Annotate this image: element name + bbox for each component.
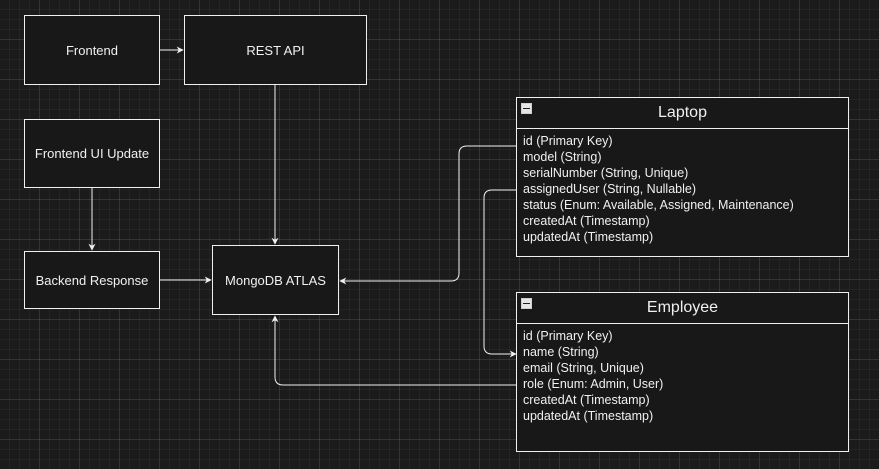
employee-field-list: id (Primary Key) name (String) email (St… — [517, 324, 848, 424]
laptop-field: updatedAt (Timestamp) — [523, 230, 654, 244]
employee-field: updatedAt (Timestamp) — [523, 409, 654, 423]
employee-field: role (Enum: Admin, User) — [523, 377, 664, 391]
employee-field: name (String) — [523, 345, 599, 359]
frontend-ui-update-node[interactable]: Frontend UI Update — [24, 119, 160, 188]
frontend-label: Frontend — [65, 42, 119, 58]
laptop-entity-title: Laptop — [658, 104, 707, 121]
employee-field: createdAt (Timestamp) — [523, 393, 650, 407]
laptop-field: createdAt (Timestamp) — [523, 214, 650, 228]
employee-entity-header: Employee — [517, 293, 848, 324]
rest-api-node[interactable]: REST API — [184, 15, 367, 85]
frontend-ui-update-label: Frontend UI Update — [34, 146, 150, 161]
edge-laptop-assigned-user-to-employee-name — [483, 189, 522, 358]
rest-api-label: REST API — [246, 42, 305, 58]
collapse-icon[interactable] — [521, 103, 532, 114]
employee-entity-title: Employee — [646, 299, 719, 316]
collapse-icon[interactable] — [521, 298, 532, 309]
laptop-field: serialNumber (String, Unique) — [523, 166, 689, 180]
laptop-field: assignedUser (String, Nullable) — [523, 182, 696, 196]
laptop-field-list: id (Primary Key) model (String) serialNu… — [517, 129, 848, 245]
laptop-entity-header: Laptop — [517, 98, 848, 129]
backend-response-node[interactable]: Backend Response — [24, 251, 160, 309]
laptop-field: status (Enum: Available, Assigned, Maint… — [523, 198, 794, 212]
backend-response-label: Backend Response — [35, 272, 149, 288]
laptop-field: model (String) — [523, 150, 602, 164]
laptop-entity[interactable]: Laptop id (Primary Key) model (String) s… — [516, 97, 849, 257]
mongodb-atlas-node[interactable]: MongoDB ATLAS — [212, 245, 339, 315]
employee-field: id (Primary Key) — [523, 329, 613, 343]
edge-employee-role-to-mongodb — [271, 315, 516, 386]
edge-laptop-id-to-mongodb — [339, 145, 516, 285]
employee-field: email (String, Unique) — [523, 361, 644, 375]
laptop-field: id (Primary Key) — [523, 134, 613, 148]
mongodb-atlas-label: MongoDB ATLAS — [225, 272, 326, 288]
frontend-node[interactable]: Frontend — [24, 15, 160, 85]
employee-entity[interactable]: Employee id (Primary Key) name (String) … — [516, 292, 849, 452]
